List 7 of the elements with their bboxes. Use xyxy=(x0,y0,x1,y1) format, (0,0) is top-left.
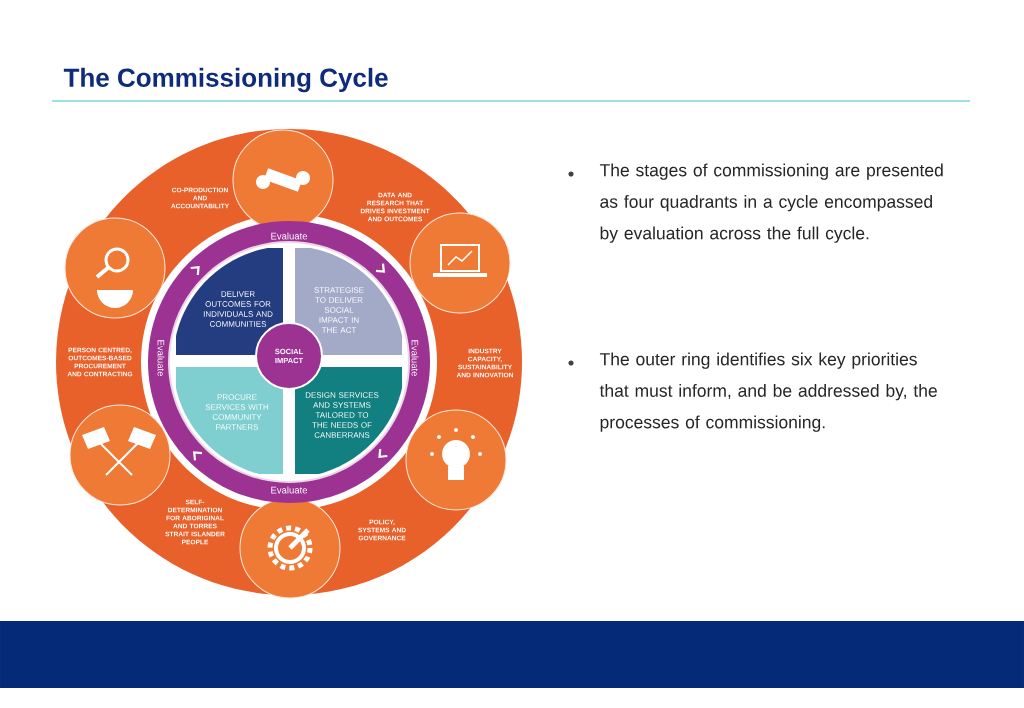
ring-label: Evaluate xyxy=(271,486,308,494)
ring-label: Evaluate xyxy=(411,340,419,377)
bullet-text: The outer ring identifies six key priorities that must inform, and be addressed by, the processes of commissioning. xyxy=(599,352,937,432)
title: The Commissioning Cycle xyxy=(63,67,388,93)
bullet-text: The stages of commissioning are presented as four quadrants in a cycle encompassed by evaluation across the full cycle. xyxy=(599,163,943,243)
ring-label: Evaluate xyxy=(271,232,308,240)
ring-label: Evaluate xyxy=(157,340,165,377)
